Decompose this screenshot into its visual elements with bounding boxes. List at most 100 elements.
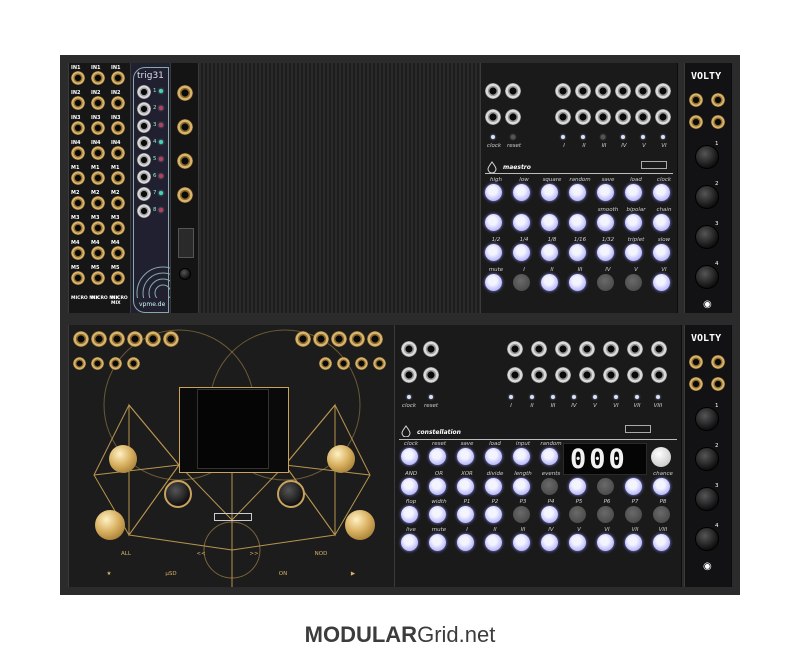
function-button[interactable] [625,214,642,231]
function-button[interactable] [485,244,502,261]
cv-jack[interactable] [555,367,571,383]
cv-jack[interactable] [163,331,179,347]
cv-jack[interactable] [319,357,332,370]
function-button[interactable] [597,244,614,261]
function-button[interactable] [597,534,614,551]
function-button[interactable] [541,506,558,523]
function-button[interactable] [401,534,418,551]
jack[interactable] [111,171,125,185]
cv-jack[interactable] [615,83,631,99]
cv-jack[interactable] [555,83,571,99]
cv-jack[interactable] [505,83,521,99]
function-button[interactable] [569,478,586,495]
cv-jack[interactable] [313,331,329,347]
gold-knob[interactable] [327,445,355,473]
jack[interactable] [111,71,125,85]
input-jack[interactable] [689,355,703,369]
function-button[interactable] [653,534,670,551]
cv-jack[interactable] [655,109,671,125]
black-knob[interactable] [277,480,305,508]
small-trim-knob[interactable] [179,268,191,280]
function-button[interactable] [541,274,558,291]
cv-jack[interactable] [555,109,571,125]
output-jack[interactable] [137,170,151,184]
function-button[interactable] [401,448,418,465]
function-button[interactable] [653,506,670,523]
input-jack[interactable] [711,355,725,369]
function-button[interactable] [625,506,642,523]
gold-knob[interactable] [95,510,125,540]
jack[interactable] [71,146,85,160]
function-button[interactable] [485,478,502,495]
output-jack[interactable] [137,85,151,99]
output-jack[interactable] [137,119,151,133]
output-jack[interactable] [137,204,151,218]
function-button[interactable] [513,214,530,231]
function-button[interactable] [485,214,502,231]
input-jack[interactable] [711,93,725,107]
voltage-knob[interactable] [695,265,719,289]
function-button[interactable] [513,184,530,201]
function-button[interactable] [541,244,558,261]
cv-jack[interactable] [579,341,595,357]
jack[interactable] [91,71,105,85]
function-button[interactable] [569,214,586,231]
function-button[interactable] [401,506,418,523]
cv-jack[interactable] [507,341,523,357]
cv-jack[interactable] [627,341,643,357]
cv-jack[interactable] [349,331,365,347]
cv-jack[interactable] [401,367,417,383]
function-button[interactable] [597,274,614,291]
input-jack[interactable] [689,93,703,107]
function-button[interactable] [457,448,474,465]
input-jack[interactable] [711,377,725,391]
jack[interactable] [71,96,85,110]
cv-jack[interactable] [109,331,125,347]
voltage-knob[interactable] [695,225,719,249]
jack[interactable] [111,221,125,235]
jack[interactable] [111,121,125,135]
function-button[interactable] [569,274,586,291]
cv-jack[interactable] [127,357,140,370]
black-knob[interactable] [164,480,192,508]
jack[interactable] [91,96,105,110]
jack[interactable] [71,221,85,235]
function-button[interactable] [625,244,642,261]
cv-jack[interactable] [575,83,591,99]
jack[interactable] [111,96,125,110]
function-button[interactable] [625,184,642,201]
cv-jack[interactable] [595,109,611,125]
function-button[interactable] [457,534,474,551]
jack[interactable] [91,171,105,185]
gold-knob[interactable] [345,510,375,540]
output-jack[interactable] [137,187,151,201]
function-button[interactable] [597,214,614,231]
jack[interactable] [91,196,105,210]
cv-jack[interactable] [485,109,501,125]
jack[interactable] [91,246,105,260]
function-button[interactable] [625,478,642,495]
cv-jack[interactable] [575,109,591,125]
function-button[interactable] [653,214,670,231]
cv-jack[interactable] [531,341,547,357]
cv-jack[interactable] [127,331,143,347]
cv-jack[interactable] [109,357,122,370]
cv-jack[interactable] [531,367,547,383]
cv-jack[interactable] [331,331,347,347]
cv-jack[interactable] [367,331,383,347]
function-button[interactable] [485,448,502,465]
cv-jack[interactable] [373,357,386,370]
input-jack[interactable] [177,85,193,101]
cv-jack[interactable] [595,83,611,99]
jack[interactable] [71,196,85,210]
cv-jack[interactable] [651,341,667,357]
function-button[interactable] [569,184,586,201]
function-button[interactable] [653,244,670,261]
function-button[interactable] [485,506,502,523]
cv-jack[interactable] [423,367,439,383]
function-button[interactable] [597,478,614,495]
jack[interactable] [71,171,85,185]
function-button[interactable] [429,534,446,551]
jack[interactable] [91,121,105,135]
jack[interactable] [71,71,85,85]
